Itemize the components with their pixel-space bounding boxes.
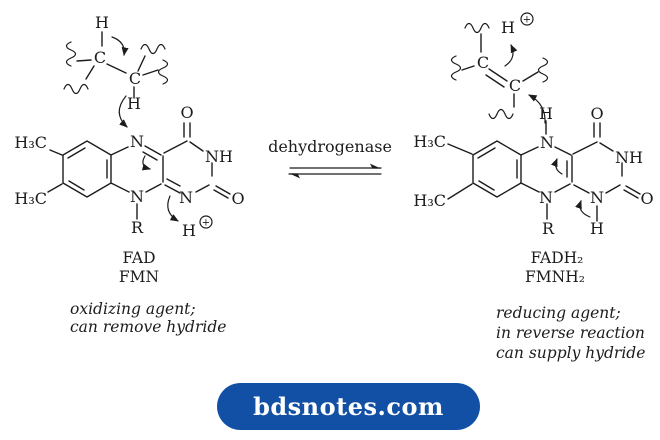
caption-line: oxidizing agent;	[70, 300, 196, 318]
atom-label-n1: N	[179, 188, 193, 207]
methyl-label: H₃C	[413, 132, 446, 151]
atom-label-n1: N	[590, 188, 604, 207]
atom-label-n10: N	[130, 187, 144, 206]
caption-line: can supply hydride	[496, 344, 645, 362]
cofactor-name: FMN	[119, 268, 159, 286]
atom-label-n10: N	[539, 188, 553, 207]
atom-label-o: O	[590, 104, 603, 123]
atom-label-c: C	[477, 53, 489, 72]
equilibrium-arrows	[288, 167, 382, 175]
methyl-label: H₃C	[14, 133, 47, 152]
curved-arrow	[111, 36, 129, 56]
pyrazine-ring	[520, 120, 573, 220]
left-flavin: H₃C H₃C N N N NH O O R H + FAD FMN oxidi…	[14, 103, 244, 336]
right-substrate: H + C C	[450, 12, 549, 124]
equilibrium: dehydrogenase	[268, 137, 392, 179]
curved-arrow	[504, 44, 518, 67]
enzyme-label: dehydrogenase	[268, 137, 392, 156]
plus-sign: +	[523, 15, 531, 26]
left-substrate: H C C H	[63, 13, 169, 128]
caption-line: can remove hydride	[70, 318, 226, 336]
atom-label-h: H	[127, 94, 141, 113]
atom-label-h: H	[95, 13, 109, 32]
pyrazine-ring	[110, 145, 164, 220]
watermark-label: bdsnotes.com	[253, 392, 444, 421]
atom-label-c: C	[509, 76, 521, 95]
wavy-bond	[63, 41, 169, 95]
watermark-button[interactable]: bdsnotes.com	[217, 383, 480, 430]
atom-label-c: C	[129, 69, 141, 88]
curved-arrow	[167, 195, 179, 222]
plus-circle	[199, 215, 213, 229]
atom-label-o: O	[180, 103, 193, 122]
curved-arrow	[550, 158, 563, 175]
atom-label-nh: NH	[615, 148, 643, 167]
cofactor-name: FMNH₂	[525, 268, 585, 286]
atom-label-nh: NH	[205, 147, 233, 166]
caption-line: in reverse reaction	[496, 324, 645, 342]
atom-label-o: O	[640, 189, 653, 208]
atom-label-h: H	[590, 219, 604, 238]
atom-label-h: H	[539, 104, 553, 123]
proton-label: H	[501, 18, 515, 37]
wavy-bond	[450, 22, 549, 120]
pyrimidine-ring	[572, 122, 641, 222]
proton-label: H	[182, 221, 196, 240]
methyl-label: H₃C	[14, 189, 47, 208]
cofactor-name: FADH₂	[531, 249, 584, 267]
atom-label-o: O	[231, 189, 244, 208]
r-group-label: R	[542, 219, 555, 238]
methyl-label: H₃C	[413, 191, 446, 210]
benzene-ring	[447, 140, 522, 200]
curved-arrow	[528, 94, 546, 124]
plus-circle	[520, 12, 534, 26]
cofactor-name: FAD	[122, 249, 155, 267]
caption-line: reducing agent;	[496, 304, 621, 322]
curved-arrow	[575, 200, 591, 218]
atom-label-n5: N	[130, 132, 144, 151]
right-flavin: H₃C H₃C H N N R N H NH O O FADH₂ FMNH₂ r…	[413, 104, 653, 362]
r-group-label: R	[131, 218, 144, 237]
benzene-ring	[47, 140, 112, 198]
plus-sign: +	[202, 218, 210, 229]
atom-label-c: C	[94, 48, 106, 67]
atom-label-n5: N	[540, 133, 554, 152]
curved-arrow	[118, 95, 128, 128]
curved-arrow	[141, 155, 151, 171]
pyrimidine-ring	[163, 122, 231, 199]
